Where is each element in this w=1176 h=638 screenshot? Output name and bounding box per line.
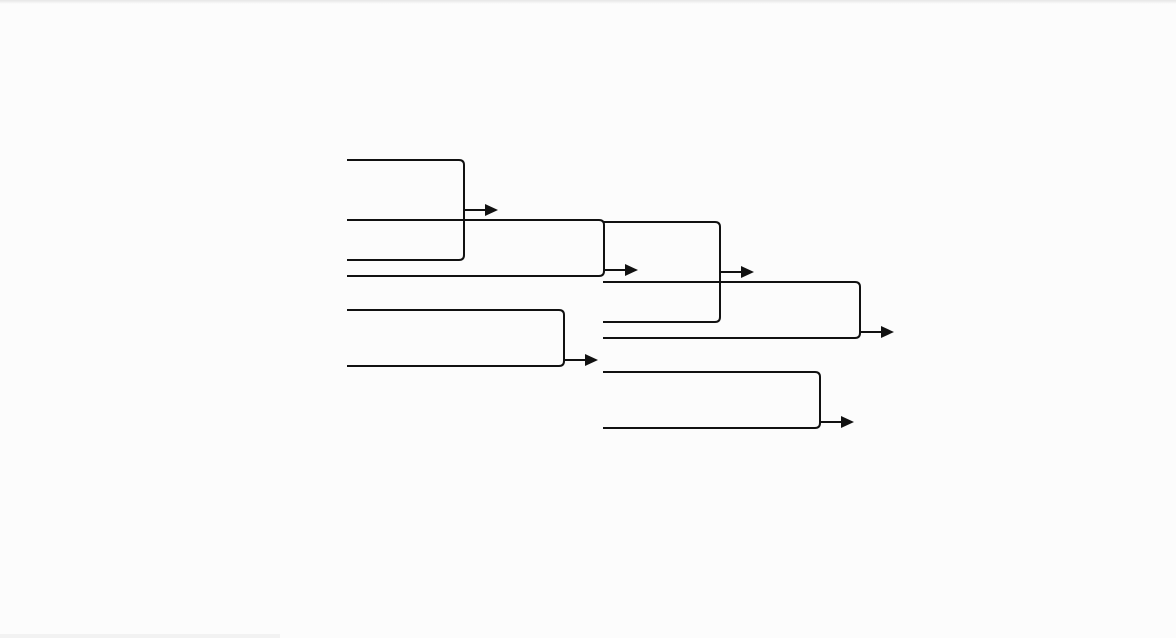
connector-6-bracket bbox=[603, 371, 821, 429]
connector-3-arrow-icon bbox=[585, 354, 598, 366]
connector-2-bracket bbox=[347, 219, 605, 277]
connector-6-arrow-icon bbox=[841, 416, 854, 428]
connector-1 bbox=[347, 159, 498, 261]
connector-3-bracket bbox=[347, 309, 565, 367]
connector-6 bbox=[603, 371, 854, 429]
connector-2-arrow-icon bbox=[625, 264, 638, 276]
top-edge-shadow bbox=[0, 0, 1176, 4]
connector-5-arrow-icon bbox=[881, 326, 894, 338]
connector-5 bbox=[603, 281, 894, 339]
connector-2 bbox=[347, 219, 638, 277]
connector-4 bbox=[603, 221, 754, 323]
connector-5-bracket bbox=[603, 281, 861, 339]
bottom-edge-strip bbox=[0, 634, 280, 638]
connector-3 bbox=[347, 309, 598, 367]
connector-1-bracket bbox=[347, 159, 465, 261]
connector-4-bracket bbox=[603, 221, 721, 323]
connector-4-arrow-icon bbox=[741, 266, 754, 278]
connector-1-arrow-icon bbox=[485, 204, 498, 216]
